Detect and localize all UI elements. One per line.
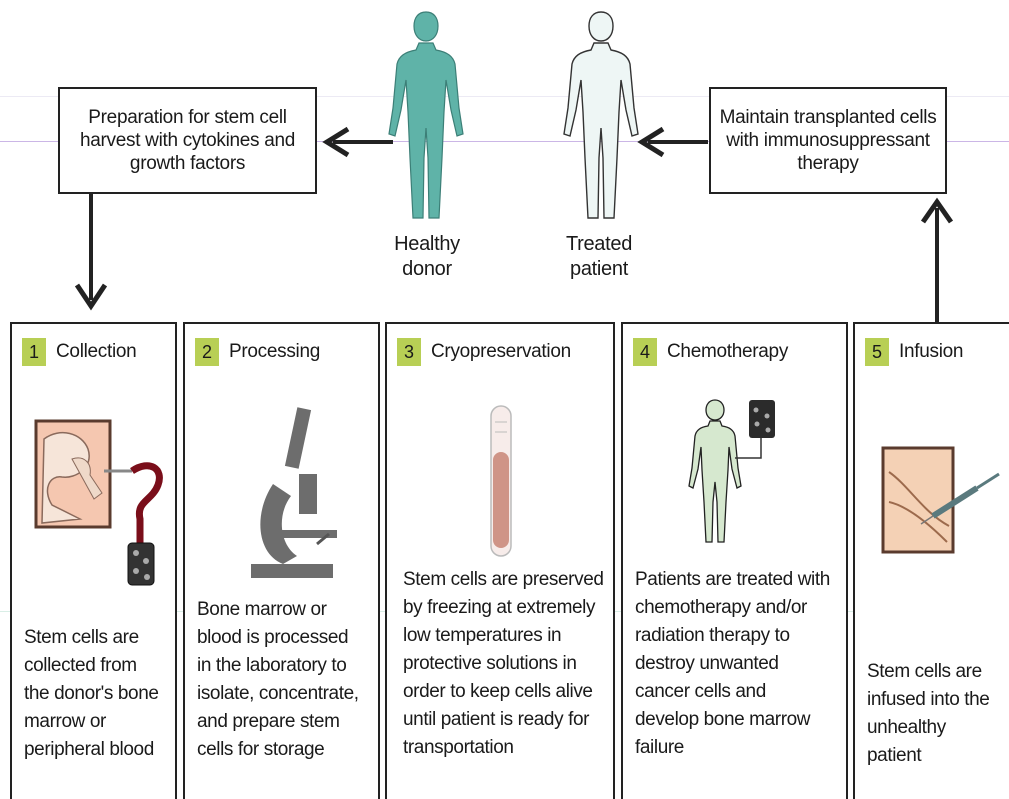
step-header: 5 Infusion: [865, 338, 963, 366]
step-title: Collection: [56, 341, 136, 363]
patient-label: Treated patient: [553, 232, 645, 282]
flow-arrows: [0, 0, 1009, 330]
treated-patient-figure: [556, 8, 646, 228]
step-description: Stem cells are preserved by freezing at …: [403, 566, 604, 762]
step-number-badge: 1: [22, 338, 46, 366]
step-panel-chemotherapy: 4 Chemotherapy Patients are treated with…: [621, 322, 848, 799]
step-title: Chemotherapy: [667, 341, 788, 363]
healthy-donor-figure: [381, 8, 471, 228]
infusion-syringe-icon: [879, 442, 1009, 562]
step-description: Bone marrow or blood is processed in the…: [197, 596, 359, 764]
step-description: Stem cells are infused into the unhealth…: [867, 658, 989, 770]
step-number-badge: 3: [397, 338, 421, 366]
step-number-badge: 5: [865, 338, 889, 366]
cryo-vial-icon: [481, 402, 521, 562]
step-header: 2 Processing: [195, 338, 320, 366]
chemotherapy-patient-icon: [685, 396, 815, 546]
step-header: 4 Chemotherapy: [633, 338, 788, 366]
donor-label: Healthy donor: [381, 232, 473, 282]
step-panel-processing: 2 Processing Bone marrow or blood is pro…: [183, 322, 380, 799]
step-title: Cryopreservation: [431, 341, 571, 363]
step-description: Stem cells are collected from the donor'…: [24, 624, 159, 764]
microscope-icon: [243, 404, 363, 584]
step-title: Infusion: [899, 341, 963, 363]
bone-marrow-collection-icon: [32, 419, 172, 589]
step-number-badge: 4: [633, 338, 657, 366]
step-panel-infusion: 5 Infusion Stem cells are infused into t…: [853, 322, 1009, 799]
step-number-badge: 2: [195, 338, 219, 366]
step-panel-cryopreservation: 3 Cryopreservation Stem cells are preser…: [385, 322, 615, 799]
step-panel-collection: 1 Collection Stem cells are collected fr…: [10, 322, 177, 799]
step-header: 1 Collection: [22, 338, 136, 366]
step-header: 3 Cryopreservation: [397, 338, 571, 366]
step-description: Patients are treated with chemotherapy a…: [635, 566, 830, 762]
step-title: Processing: [229, 341, 320, 363]
